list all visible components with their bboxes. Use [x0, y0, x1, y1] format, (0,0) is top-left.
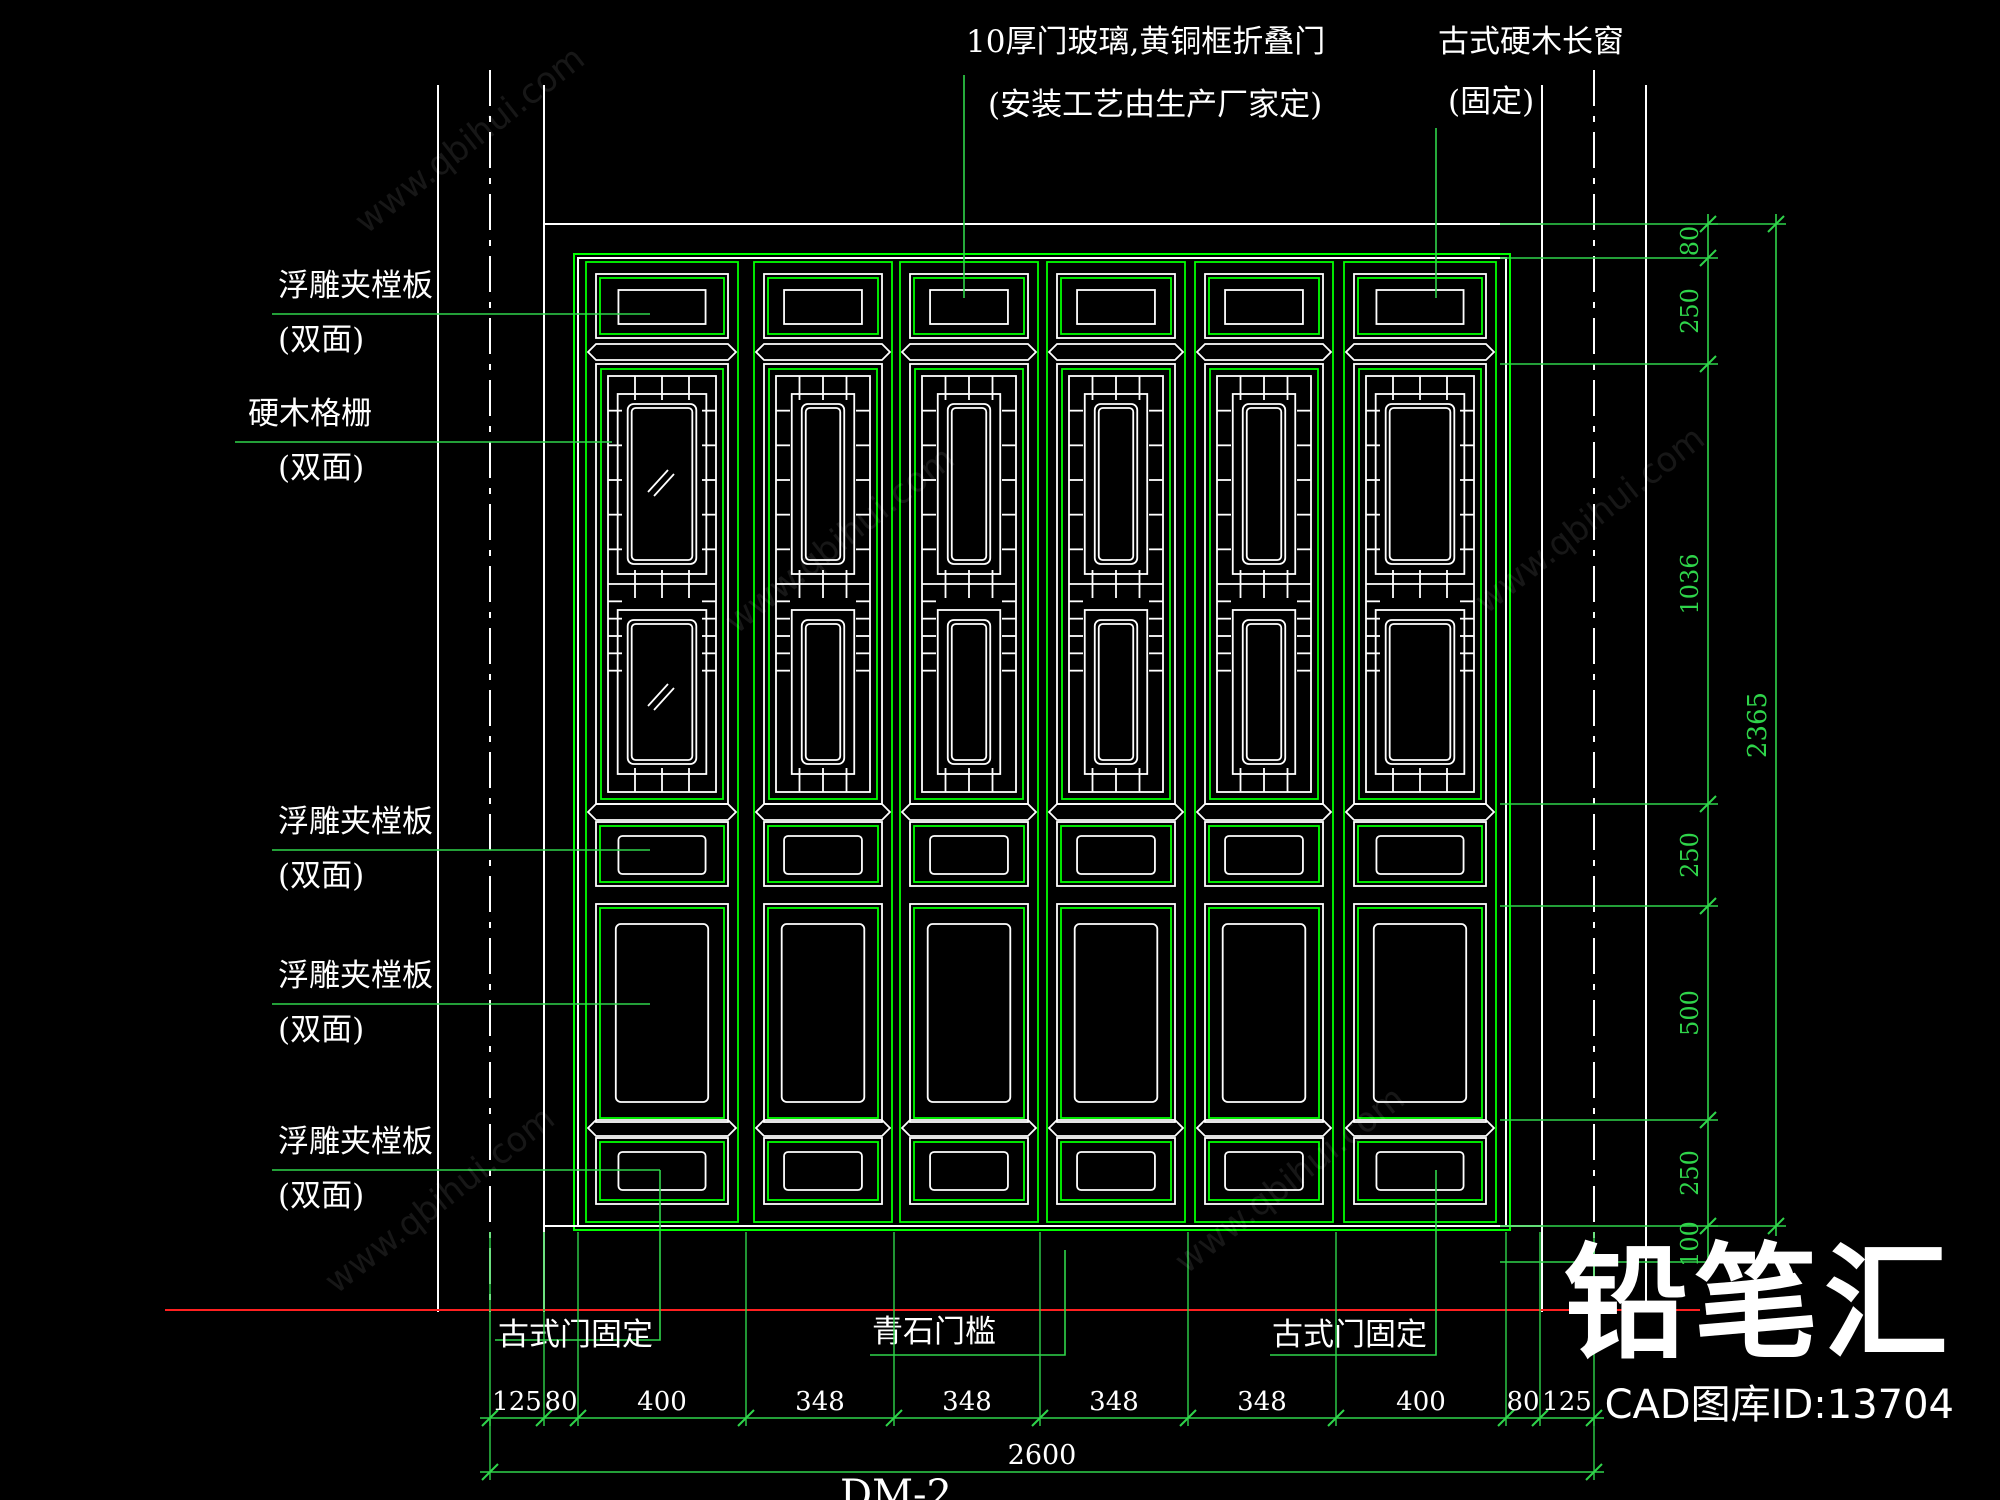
- dim-tick: [1699, 795, 1717, 813]
- door-leaf: [1046, 261, 1186, 1223]
- dim-height-label: 100: [1676, 1221, 1704, 1267]
- door-frame: [544, 253, 1542, 1231]
- dim-width-label: 400: [637, 1387, 687, 1417]
- dim-width-label: 125: [1542, 1387, 1592, 1417]
- dim-height-label: 250: [1676, 1150, 1704, 1196]
- dim-width-label: 400: [1396, 1387, 1446, 1417]
- dim-tick: [1585, 1463, 1603, 1481]
- leader-lines: [235, 75, 1437, 1356]
- dim-tick: [1699, 1253, 1717, 1271]
- dim-width-label: 348: [1089, 1387, 1139, 1417]
- dim-height-label: 250: [1676, 288, 1704, 334]
- label-left-1-sub: (双面): [278, 322, 364, 358]
- dim-tick: [885, 1409, 903, 1427]
- dim-total-width-label: 2600: [1008, 1440, 1077, 1471]
- door-leaf: [1343, 261, 1497, 1223]
- label-window-note-line2: (固定): [1448, 84, 1534, 120]
- dim-height-label: 80: [1676, 226, 1704, 257]
- dim-tick: [1699, 355, 1717, 373]
- label-left-3: 浮雕夹樘板: [278, 804, 433, 840]
- dim-tick: [1179, 1409, 1197, 1427]
- label-threshold: 青石门槛: [872, 1314, 996, 1350]
- dim-tick: [1699, 249, 1717, 267]
- dim-tick: [535, 1409, 553, 1427]
- label-door-note-line1: 10厚门玻璃,黄铜框折叠门: [966, 24, 1325, 60]
- label-left-fixed: 古式门固定: [498, 1317, 653, 1353]
- dim-width-label: 348: [1237, 1387, 1287, 1417]
- annotation-texts: 10厚门玻璃,黄铜框折叠门 (安装工艺由生产厂家定) 古式硬木长窗 (固定) 浮…: [248, 24, 1624, 1353]
- label-left-1: 浮雕夹樘板: [278, 268, 433, 304]
- door-leaves: [585, 261, 1497, 1223]
- dim-tick: [737, 1409, 755, 1427]
- drawing-id: DM-2: [840, 1472, 952, 1500]
- dim-height-label: 500: [1676, 990, 1704, 1036]
- dim-total-height-label: 2365: [1743, 692, 1773, 758]
- door-leaf: [585, 261, 739, 1223]
- dim-width-label: 125: [492, 1387, 542, 1417]
- dim-width-label: 80: [1506, 1387, 1539, 1417]
- dim-tick: [1531, 1409, 1549, 1427]
- dim-tick: [1767, 1217, 1785, 1235]
- dim-tick: [569, 1409, 587, 1427]
- dim-tick: [481, 1463, 499, 1481]
- dim-tick: [1699, 1111, 1717, 1129]
- label-left-5: 浮雕夹樘板: [278, 1124, 433, 1160]
- label-door-note-line2: (安装工艺由生产厂家定): [988, 87, 1322, 123]
- label-left-4-sub: (双面): [278, 1012, 364, 1048]
- door-leaf: [899, 261, 1039, 1223]
- label-window-note-line1: 古式硬木长窗: [1438, 24, 1624, 60]
- dim-height-label: 250: [1676, 832, 1704, 878]
- brand-logo-text: 铅笔汇: [1563, 1232, 1954, 1376]
- dim-tick: [1767, 215, 1785, 233]
- brand-block: 铅笔汇 CAD图库ID:13704: [1564, 1242, 1954, 1430]
- label-left-4: 浮雕夹樘板: [278, 958, 433, 994]
- dim-tick: [1699, 897, 1717, 915]
- dim-width-label: 80: [544, 1387, 577, 1417]
- label-left-2: 硬木格栅: [248, 396, 372, 432]
- door-leaf: [753, 261, 893, 1223]
- label-right-fixed: 古式门固定: [1272, 1317, 1427, 1353]
- dim-tick: [1031, 1409, 1049, 1427]
- dim-tick: [1497, 1409, 1515, 1427]
- dim-tick: [1327, 1409, 1345, 1427]
- label-left-2-sub: (双面): [278, 450, 364, 486]
- dim-width-label: 348: [795, 1387, 845, 1417]
- brand-id-text: CAD图库ID:13704: [1604, 1382, 1954, 1428]
- guide-lines: [437, 70, 1647, 1312]
- label-left-3-sub: (双面): [278, 858, 364, 894]
- door-leaf: [1194, 261, 1334, 1223]
- dim-width-label: 348: [942, 1387, 992, 1417]
- label-left-5-sub: (双面): [278, 1178, 364, 1214]
- dim-height-label: 1036: [1676, 553, 1704, 614]
